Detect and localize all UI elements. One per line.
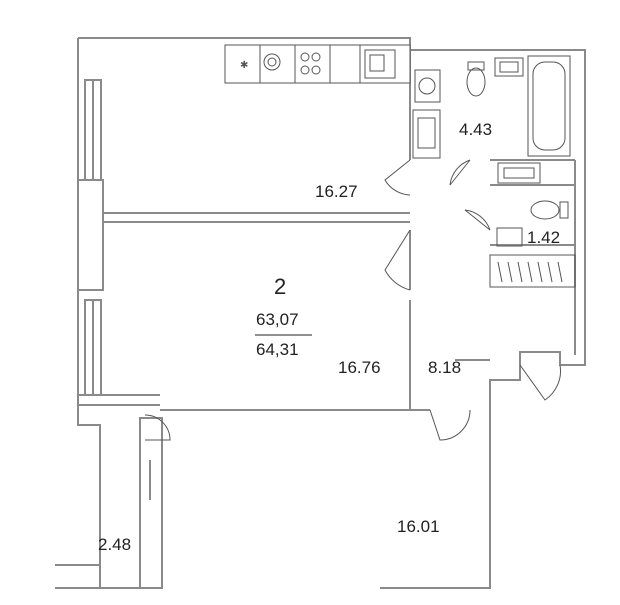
- washing-machine-icon: [414, 69, 441, 103]
- total-area: 63,07: [256, 310, 299, 329]
- washing-machine-icon: [263, 53, 281, 71]
- room-area-bedroom: 16.01: [397, 517, 440, 536]
- radiator-icon: [497, 162, 541, 184]
- toilet-icon: [466, 61, 486, 97]
- room-area-toilet: 1.42: [527, 228, 561, 247]
- washbasin-icon: [494, 57, 524, 77]
- rooms-count: 2: [274, 274, 287, 299]
- door-swings: [144, 159, 561, 441]
- stove-icon: [412, 109, 441, 159]
- room-area-bathroom: 4.43: [459, 120, 493, 139]
- radiator-icon: [489, 254, 576, 288]
- snowflake-icon: ✱: [240, 60, 248, 71]
- washbasin-icon: [496, 227, 523, 247]
- room-area-living: 16.76: [338, 358, 381, 377]
- sink-icon: [364, 49, 396, 79]
- room-area-balcony: 2.48: [98, 535, 132, 554]
- kitchen-counter: [224, 44, 411, 84]
- total-area-with-balcony: 64,31: [256, 340, 299, 359]
- bathtub-icon: [527, 55, 571, 157]
- toilet-icon: [530, 200, 569, 220]
- stove-icon: [300, 52, 321, 75]
- room-area-kitchen: 16.27: [315, 182, 358, 201]
- room-area-hallway: 8.18: [428, 358, 462, 377]
